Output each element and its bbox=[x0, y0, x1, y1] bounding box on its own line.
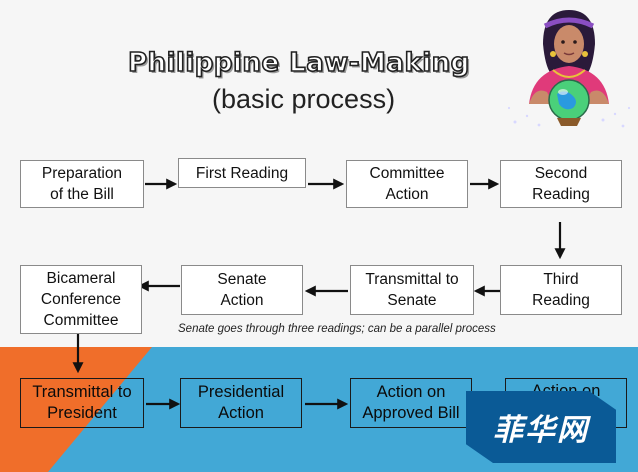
watermark-text: 菲华网 bbox=[493, 413, 589, 448]
box-preparation-of-bill: Preparation of the Bill bbox=[20, 160, 144, 208]
watermark-badge: 菲华网 bbox=[466, 391, 616, 463]
box-bicameral-conference-committee: Bicameral Conference Committee bbox=[20, 265, 142, 334]
box-transmittal-to-senate: Transmittal to Senate bbox=[350, 265, 474, 315]
fortune-teller-icon bbox=[507, 10, 631, 128]
parallel-process-note: Senate goes through three readings; can … bbox=[178, 323, 496, 335]
diagram-subtitle: (basic process) bbox=[212, 84, 396, 114]
box-presidential-action: Presidential Action bbox=[180, 378, 302, 428]
box-action-on-approved-bill: Action on Approved Bill bbox=[350, 378, 472, 428]
box-committee-action: Committee Action bbox=[346, 160, 468, 208]
box-senate-action: Senate Action bbox=[181, 265, 303, 315]
box-transmittal-to-president: Transmittal to President bbox=[20, 378, 144, 428]
diagram-title: Philippine Law-Making bbox=[127, 47, 470, 79]
box-third-reading: Third Reading bbox=[500, 265, 622, 315]
box-second-reading: Second Reading bbox=[500, 160, 622, 208]
box-first-reading: First Reading bbox=[178, 158, 306, 188]
